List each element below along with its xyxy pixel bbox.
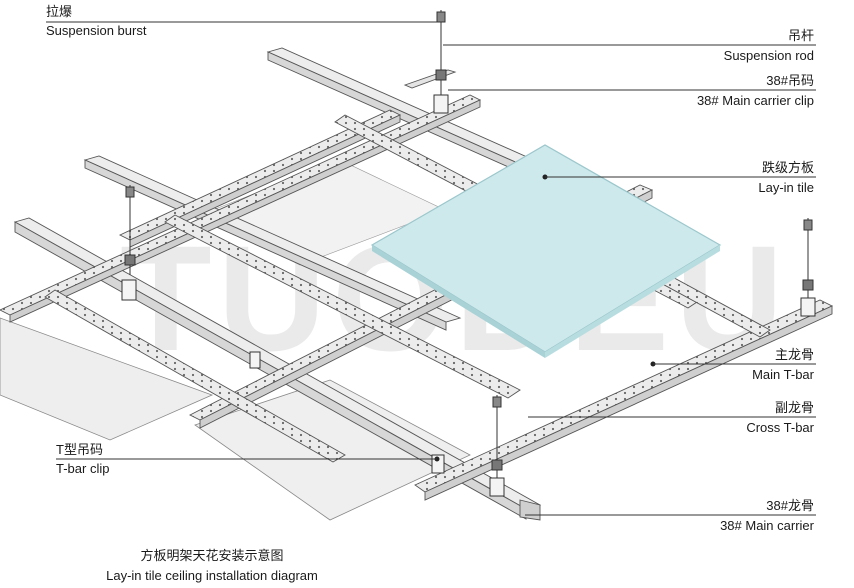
label-main-carrier-en: 38# Main carrier (720, 518, 815, 533)
label-suspension-burst-en: Suspension burst (46, 23, 147, 38)
label-t-bar-clip-cn: T型吊码 (56, 442, 103, 457)
label-lay-in-tile-cn: 跌级方板 (762, 160, 814, 175)
caption-en: Lay-in tile ceiling installation diagram (106, 568, 318, 583)
callout-labels: 拉爆 Suspension burst 吊杆 Suspension rod 38… (46, 4, 815, 533)
label-main-carrier-cn: 38#龙骨 (766, 498, 814, 513)
label-cross-t-bar-cn: 副龙骨 (775, 400, 814, 415)
label-t-bar-clip-en: T-bar clip (56, 461, 109, 476)
label-suspension-rod-cn: 吊杆 (788, 28, 814, 43)
label-main-t-bar-en: Main T-bar (752, 367, 815, 382)
label-cross-t-bar-en: Cross T-bar (746, 420, 814, 435)
caption-cn: 方板明架天花安装示意图 (140, 548, 283, 563)
label-carrier-clip-cn: 38#吊码 (766, 73, 814, 88)
label-main-t-bar-cn: 主龙骨 (775, 347, 814, 362)
leader-lines (46, 21, 816, 516)
label-carrier-clip-en: 38# Main carrier clip (697, 93, 814, 108)
lay-in-tile (370, 144, 722, 358)
label-lay-in-tile-en: Lay-in tile (758, 180, 814, 195)
label-suspension-rod-en: Suspension rod (724, 48, 814, 63)
label-suspension-burst-cn: 拉爆 (46, 4, 72, 19)
diagram-caption: 方板明架天花安装示意图 Lay-in tile ceiling installa… (106, 548, 318, 583)
